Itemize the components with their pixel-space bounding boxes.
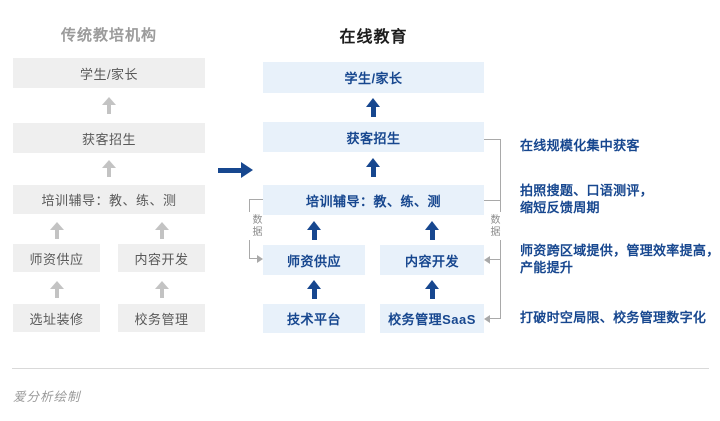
right-box-enrollment: 获客招生 <box>263 122 484 152</box>
left-box-school-admin: 校务管理 <box>118 304 205 332</box>
data-flow-connector-right <box>484 139 500 140</box>
up-arrow-icon <box>102 97 116 114</box>
up-arrow-icon <box>425 280 439 299</box>
left-box-tutoring: 培训辅导：教、练、测 <box>13 185 205 214</box>
data-flow-connector-right <box>484 200 500 201</box>
data-label-right: 数据 <box>486 212 501 240</box>
right-box-tech-platform: 技术平台 <box>263 304 365 333</box>
right-box-tutoring: 培训辅导：教、练、测 <box>263 185 484 215</box>
arrowhead-left-icon <box>484 255 490 264</box>
footer-divider <box>12 368 709 369</box>
left-box-content-dev: 内容开发 <box>118 244 205 272</box>
up-arrow-icon <box>50 222 64 239</box>
annotation-digitalization: 打破时空局限、校务管理数字化 <box>520 310 707 325</box>
up-arrow-icon <box>102 160 116 177</box>
data-label-left: 数据 <box>248 212 263 240</box>
right-box-saas: 校务管理SaaS <box>380 304 484 333</box>
right-column-title: 在线教育 <box>339 29 408 46</box>
up-arrow-icon <box>307 280 321 299</box>
data-flow-connector-right <box>490 259 500 260</box>
left-box-enrollment: 获客招生 <box>13 123 205 153</box>
up-arrow-icon <box>425 221 439 240</box>
left-box-students: 学生/家长 <box>13 58 205 88</box>
left-column-title: 传统教培机构 <box>60 27 157 44</box>
left-box-teacher-supply: 师资供应 <box>13 244 100 272</box>
up-arrow-icon <box>366 158 380 177</box>
up-arrow-icon <box>307 221 321 240</box>
data-flow-connector-left <box>249 258 258 259</box>
annotation-acquisition: 在线规模化集中获客 <box>520 138 640 153</box>
arrowhead-left-icon <box>484 314 490 323</box>
right-box-content-dev: 内容开发 <box>380 245 484 275</box>
left-box-site-renovation: 选址装修 <box>13 304 100 332</box>
data-flow-connector-left <box>249 199 263 200</box>
source-credit: 爱分析绘制 <box>13 390 81 404</box>
arrowhead-right-icon <box>257 254 263 263</box>
right-box-students: 学生/家长 <box>263 62 484 93</box>
up-arrow-icon <box>155 222 169 239</box>
up-arrow-icon <box>50 281 64 298</box>
annotation-feedback-cycle: 拍照搜题、口语测评， 缩短反馈周期 <box>520 183 654 215</box>
right-arrow-icon <box>218 162 253 178</box>
annotation-teacher-efficiency: 师资跨区域提供，管理效率提高， 产能提升 <box>520 243 720 275</box>
up-arrow-icon <box>155 281 169 298</box>
right-box-teacher-supply: 师资供应 <box>263 245 365 275</box>
up-arrow-icon <box>366 98 380 117</box>
data-flow-connector-right <box>490 318 500 319</box>
